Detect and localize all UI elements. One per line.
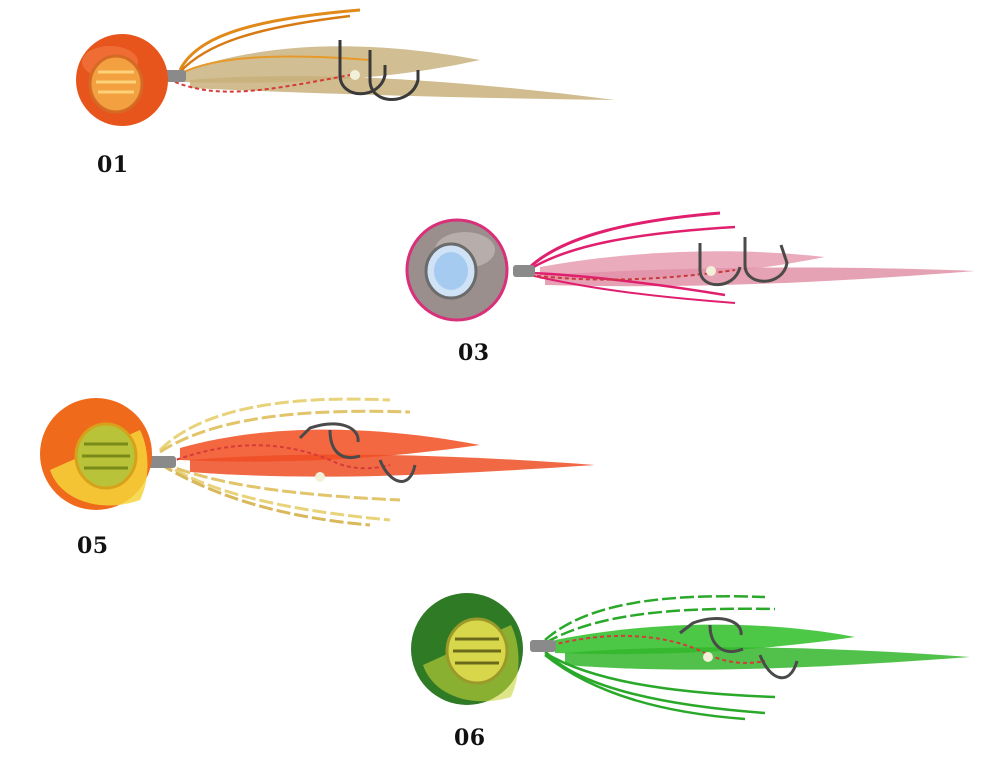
tentacle — [529, 271, 726, 297]
skirt-blade — [545, 267, 975, 287]
assist-line — [169, 444, 391, 470]
lure-03-image — [405, 211, 975, 322]
hook-icon — [298, 422, 360, 443]
hook-icon — [758, 654, 799, 680]
tentacle — [158, 397, 391, 452]
tentacle — [544, 651, 776, 699]
swivel — [148, 456, 176, 468]
hook-icon — [378, 459, 417, 483]
skirt-blade — [555, 624, 855, 655]
tentacle — [159, 460, 401, 502]
tentacle — [544, 595, 766, 641]
tentacle — [544, 607, 776, 645]
tentacle — [179, 14, 351, 73]
tentacle — [544, 654, 746, 721]
assist-line — [174, 74, 351, 93]
tentacle — [528, 211, 721, 269]
product-label: 05 — [77, 533, 109, 559]
tentacle — [529, 274, 736, 304]
hook-icon — [338, 40, 387, 96]
tentacle — [159, 409, 411, 454]
tentacle — [544, 650, 766, 715]
hook-icon — [328, 429, 361, 459]
lure-06 — [405, 585, 975, 725]
bead — [706, 266, 716, 276]
tentacle — [178, 8, 361, 71]
lure-05-image — [40, 397, 595, 527]
skirt-blade — [190, 454, 595, 477]
hook-icon — [708, 624, 744, 653]
swivel — [513, 265, 535, 277]
hook-icon — [743, 237, 789, 283]
tentacle — [159, 462, 371, 527]
skirt-blade — [180, 429, 480, 462]
swivel — [530, 640, 556, 652]
eye-icon — [88, 54, 144, 114]
lure-05 — [30, 390, 600, 530]
lure-01 — [40, 8, 620, 130]
product-label: 06 — [454, 725, 486, 751]
lure-01-image — [76, 8, 615, 126]
assist-line — [544, 634, 766, 664]
product-label: 03 — [458, 340, 490, 366]
hook-icon — [368, 50, 420, 101]
tentacle — [529, 225, 736, 271]
hook-icon — [698, 243, 742, 287]
skirt-blade — [190, 76, 615, 100]
assist-line — [529, 269, 736, 281]
tentacle — [179, 55, 371, 75]
tentacle — [159, 458, 391, 522]
skirt-blade — [565, 647, 970, 670]
lure-03 — [405, 205, 980, 330]
bead — [350, 70, 360, 80]
product-label: 01 — [97, 152, 129, 178]
skirt-blade — [180, 46, 480, 83]
bead — [315, 472, 325, 482]
hook-icon — [679, 617, 743, 636]
lure-06-image — [411, 593, 970, 721]
bead — [703, 652, 713, 662]
